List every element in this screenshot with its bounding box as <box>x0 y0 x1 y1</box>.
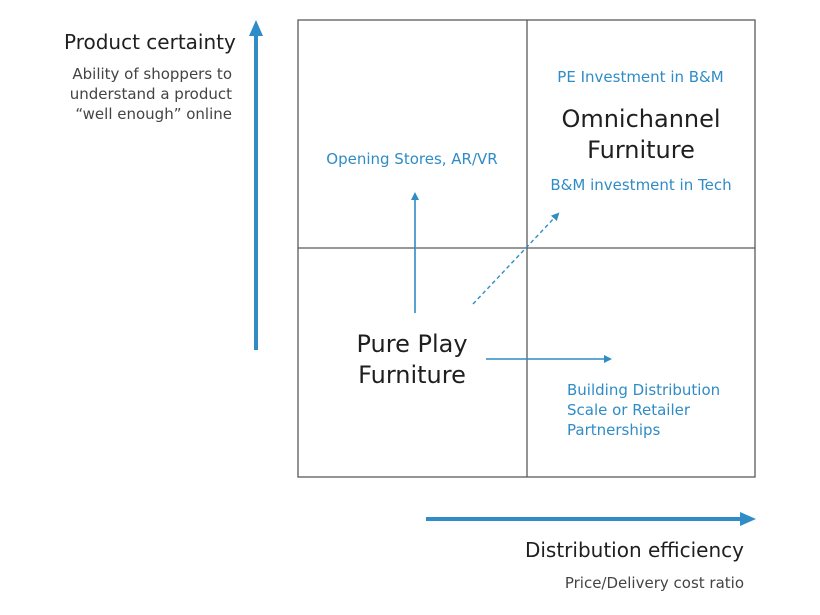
omnichannel-title-line: Furniture <box>587 136 695 164</box>
y-axis-subtitle-line: “well enough” online <box>75 105 232 123</box>
distribution-scale-line: Scale or Retailer <box>567 401 691 419</box>
distribution-scale-label: Building Distribution Scale or Retailer … <box>567 380 720 440</box>
omnichannel-title: Omnichannel Furniture <box>527 104 755 166</box>
y-axis-arrow <box>249 20 263 350</box>
x-axis-arrow <box>426 512 756 526</box>
bm-investment-label: B&M investment in Tech <box>550 176 732 194</box>
x-axis-subtitle: Price/Delivery cost ratio <box>564 574 744 592</box>
pure-play-title: Pure Play Furniture <box>342 329 482 391</box>
quadrant-grid <box>297 19 756 478</box>
opening-stores-label: Opening Stores, AR/VR <box>326 150 498 168</box>
pure-play-title-line: Pure Play <box>356 330 468 358</box>
distribution-scale-line: Partnerships <box>567 421 661 439</box>
diagonal-move-arrow <box>472 212 560 305</box>
y-axis-subtitle-line: understand a product <box>69 85 232 103</box>
omnichannel-title-line: Omnichannel <box>561 105 721 133</box>
x-axis-title: Distribution efficiency <box>524 538 744 562</box>
pe-investment-label: PE Investment in B&M <box>557 68 724 86</box>
pure-play-title-line: Furniture <box>358 361 466 389</box>
y-axis-title: Product certainty <box>64 30 236 54</box>
y-axis-subtitle-line: Ability of shoppers to <box>72 65 232 83</box>
y-axis-subtitle: Ability of shoppers to understand a prod… <box>60 64 232 124</box>
distribution-scale-line: Building Distribution <box>567 381 721 399</box>
